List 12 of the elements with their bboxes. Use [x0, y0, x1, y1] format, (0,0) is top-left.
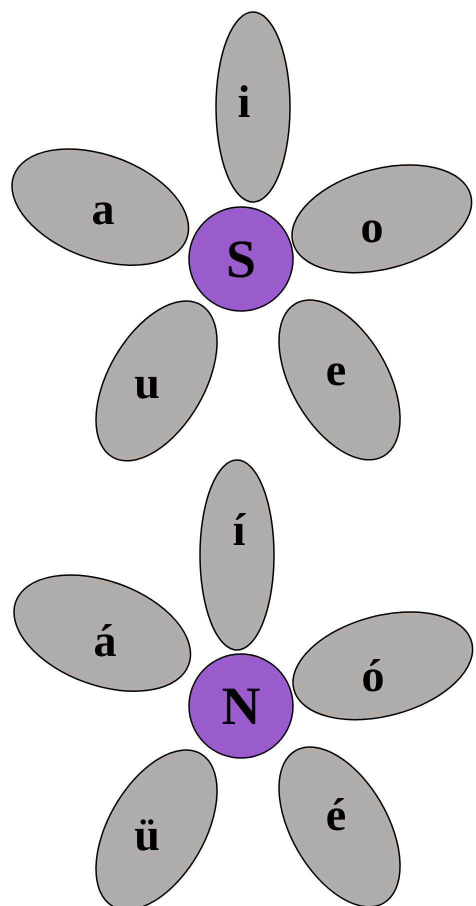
petal-letter: ü — [134, 812, 160, 858]
petal-letter: é — [326, 792, 346, 838]
petal-letter: u — [134, 360, 160, 406]
petal-letter: ó — [361, 652, 384, 699]
petal-letter: i — [238, 79, 250, 125]
center-letter: N — [222, 679, 260, 733]
petal-letter: á — [93, 618, 116, 664]
center-letter: S — [226, 232, 256, 286]
petal-letter: a — [91, 186, 114, 232]
petal-letter: í — [232, 507, 246, 553]
petal-letter: e — [326, 346, 346, 393]
petal-letter: o — [360, 204, 384, 250]
